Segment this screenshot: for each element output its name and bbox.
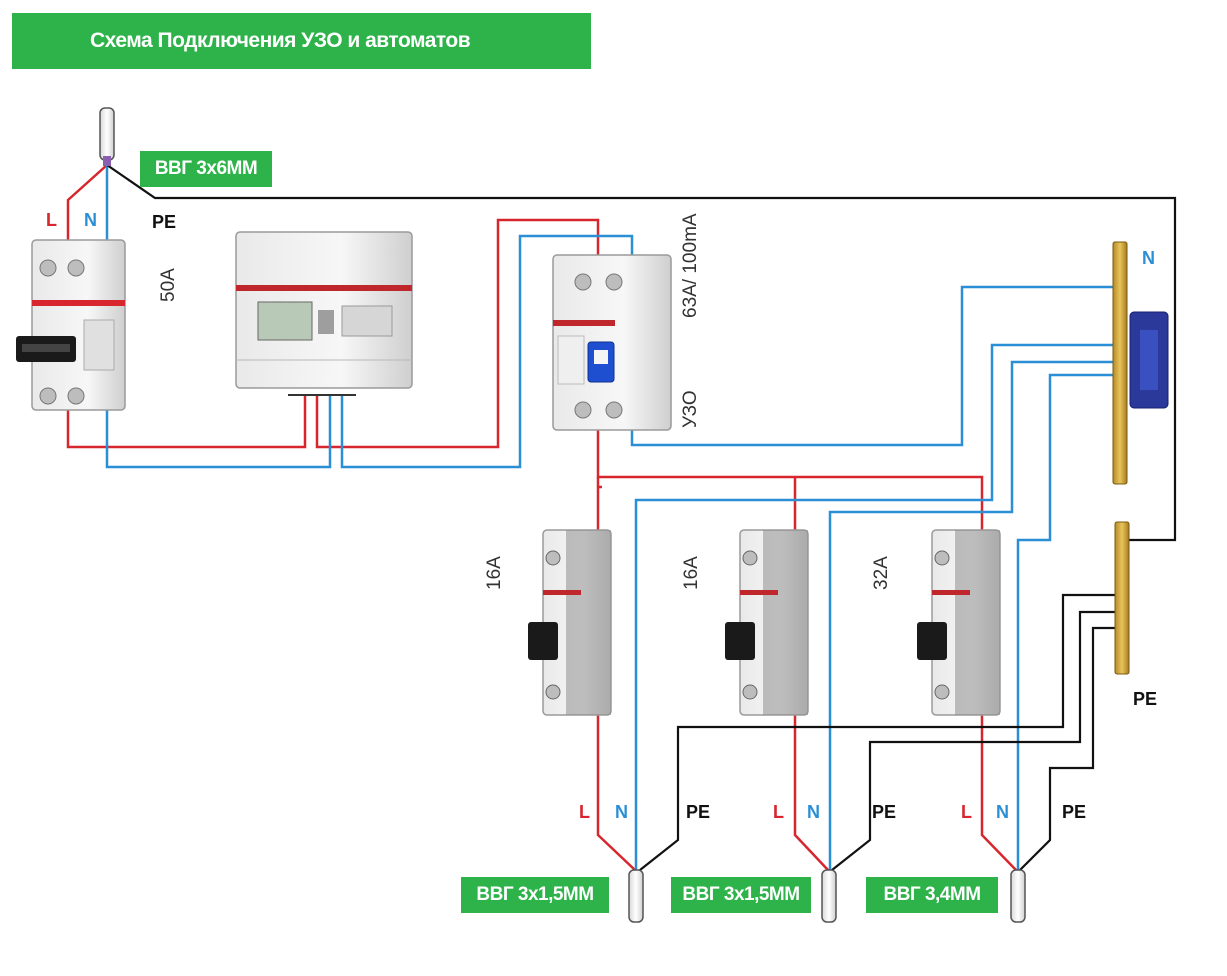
- output-cable-1: [628, 869, 644, 923]
- branch-3-n-label: N: [996, 802, 1009, 822]
- pe-bus-label: PE: [1133, 689, 1158, 709]
- branch-1-n-label: N: [615, 802, 628, 822]
- neutral-wire-bus-to-branch-2: [828, 360, 1120, 870]
- earth-wires: [106, 164, 1177, 871]
- branch-breaker-3: [917, 529, 1001, 716]
- rcd-name: УЗО: [680, 390, 701, 428]
- phase-wire-rcd-out: [596, 428, 984, 530]
- phase-wire-branch-1-out: [596, 712, 636, 871]
- main-n-label: N: [84, 210, 97, 230]
- main-pe-label: PE: [152, 212, 177, 232]
- neutral-wire-bus-to-branch-1: [634, 343, 1120, 870]
- main-l-label: L: [46, 210, 57, 230]
- n-bus-label: N: [1142, 248, 1155, 268]
- main-breaker: [16, 239, 126, 411]
- branch-1-pe-label: PE: [686, 802, 711, 822]
- diagram-title: Схема Подключения УЗО и автоматов: [12, 13, 591, 69]
- main-breaker-rating: 50А: [158, 268, 179, 302]
- branch-2-rating: 16А: [681, 556, 702, 590]
- earth-wire-pe-to-branch-3: [1019, 626, 1120, 871]
- branch-breaker-1: [528, 529, 612, 716]
- earth-busbar: [1114, 521, 1130, 675]
- neutral-wire-meter-to-rcd: [340, 234, 634, 469]
- earth-wire-input-to-pe-bus: [106, 164, 1177, 542]
- phase-wire-branch-3-out: [980, 712, 1017, 871]
- neutral-wire-rcd-to-bus: [630, 285, 1120, 447]
- neutral-wire-bus-to-branch-3: [1016, 373, 1120, 870]
- branch-2-n-label: N: [807, 802, 820, 822]
- neutral-wire-breaker-to-meter: [105, 395, 332, 469]
- rcd-device: [552, 254, 672, 431]
- branch-1-l-label: L: [579, 802, 590, 822]
- branch-2-l-label: L: [773, 802, 784, 822]
- branch-3-pe-label: PE: [1062, 802, 1087, 822]
- phase-wire-input: [66, 164, 108, 240]
- branch-1-rating: 16А: [484, 556, 505, 590]
- output-cable-2: [821, 869, 837, 923]
- earth-wire-pe-to-branch-2: [831, 610, 1120, 871]
- phase-wire-meter-to-rcd: [315, 218, 600, 449]
- energy-meter: [235, 231, 413, 389]
- branch-1-cable-label: ВВГ 3х1,5ММ: [461, 877, 609, 913]
- rcd-rating: 63А/ 100mA: [680, 213, 701, 318]
- branch-3-cable-label: ВВГ 3,4ММ: [866, 877, 998, 913]
- output-cable-3: [1010, 869, 1026, 923]
- input-cable-label: ВВГ 3х6ММ: [140, 151, 272, 187]
- phase-wire-breaker-to-meter: [66, 395, 307, 449]
- earth-wire-pe-to-branch-1: [639, 593, 1120, 871]
- phase-wire-branch-2-out: [793, 712, 829, 871]
- input-cable: [99, 107, 115, 166]
- branch-2-cable-label: ВВГ 3х1,5ММ: [671, 877, 811, 913]
- branch-breaker-2: [725, 529, 809, 716]
- branch-2-pe-label: PE: [872, 802, 897, 822]
- branch-3-l-label: L: [961, 802, 972, 822]
- branch-3-rating: 32А: [871, 556, 892, 590]
- phase-wires: [66, 164, 1017, 871]
- neutral-wires: [105, 165, 1120, 870]
- neutral-busbar: [1112, 241, 1169, 485]
